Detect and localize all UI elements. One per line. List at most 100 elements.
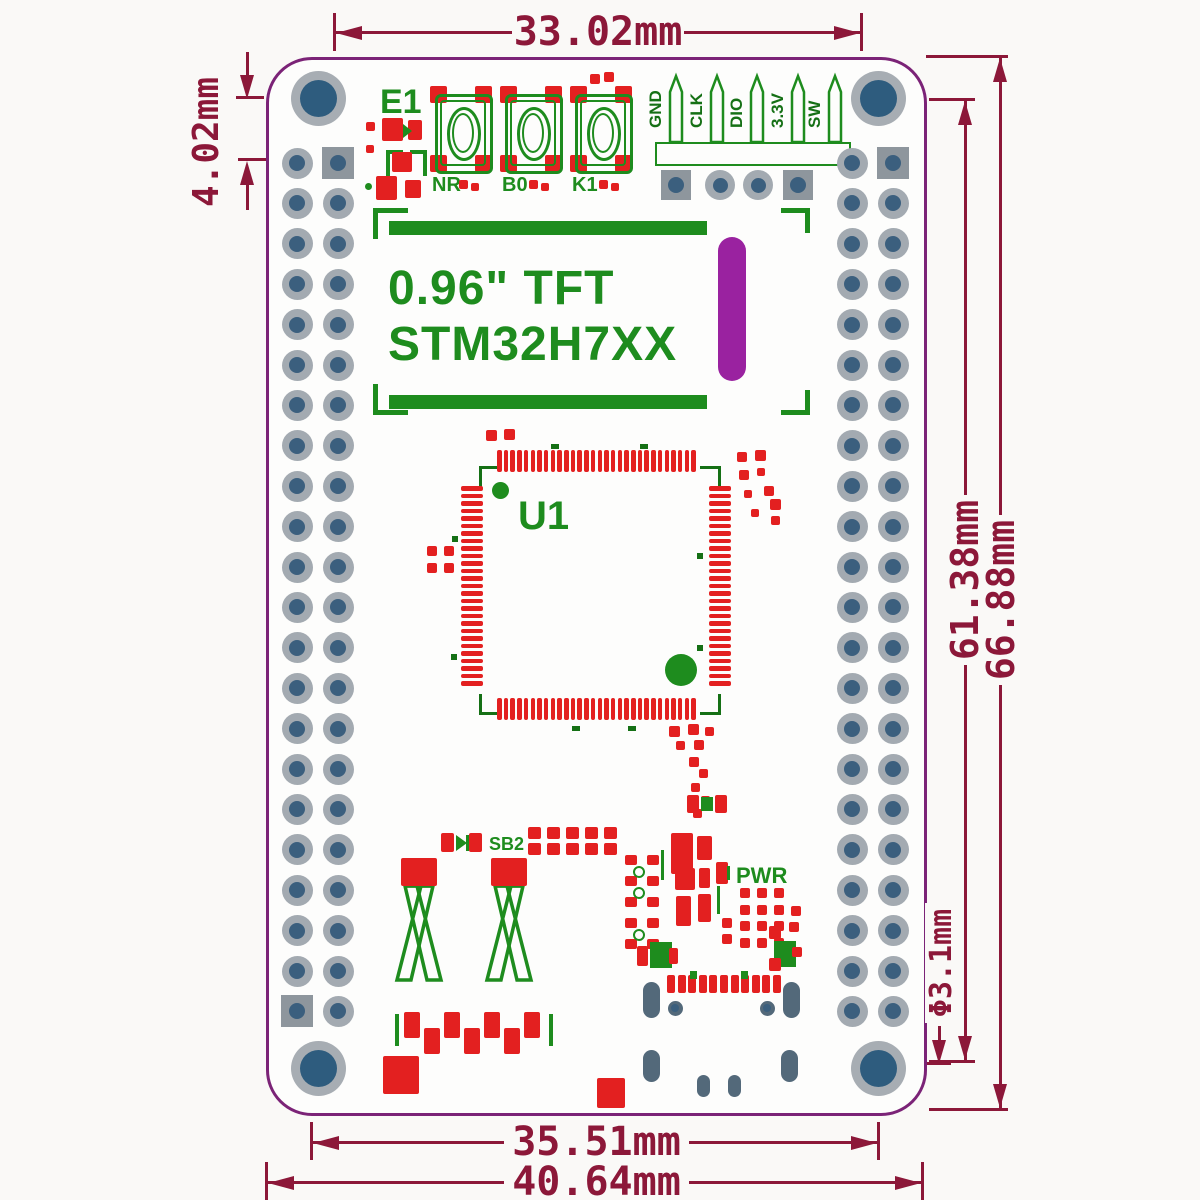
pwr-grid-pad — [740, 921, 750, 931]
sb2-row-pad — [547, 843, 560, 855]
comp-body — [701, 797, 713, 811]
pin-column-left-inner-pad-bore — [330, 963, 346, 979]
mounting-hole-bl — [290, 1040, 346, 1096]
pin-column-left-outer-pad-bore — [289, 599, 305, 616]
tactile-button-nr-plunger — [447, 107, 481, 161]
pin-column-left-inner-pad-bore — [330, 801, 346, 818]
u1-pad-bottom — [610, 698, 616, 720]
dim-outer-width-label: 40.64mm — [504, 1159, 689, 1200]
u1-pad-left — [461, 591, 483, 596]
zigzag-tick — [395, 1014, 399, 1046]
pin-column-right-inner-pad-bore — [844, 801, 860, 818]
dim-right-outer-arrow-up-icon — [993, 58, 1007, 82]
mid-pad — [647, 918, 659, 928]
pin-column-right-inner-pad-bore — [844, 720, 860, 737]
tactile-button-b0-pad — [500, 155, 517, 172]
pin-column-right-outer-pad-sq-bore — [885, 155, 901, 171]
dim-top-width-label: 33.02mm — [512, 9, 684, 55]
u1-pad-bottom — [497, 698, 502, 720]
header-pin-mark — [709, 72, 725, 144]
u1-pad-top — [631, 450, 636, 472]
dim-hole-tick — [927, 1062, 951, 1065]
pwr-leader-tick — [727, 866, 730, 880]
pin-column-right-outer-pad-bore — [885, 720, 901, 737]
pwr-grid-pad — [757, 921, 767, 931]
pin-column-right-outer-pad-sq — [877, 147, 909, 179]
u1-pad-bottom — [557, 698, 562, 720]
dim-hole-shaft — [938, 1026, 941, 1042]
u1-pad-right — [709, 673, 731, 679]
u1-pad-right — [709, 606, 731, 611]
header-pad — [743, 170, 773, 200]
usb-pilot-hole — [667, 1000, 683, 1016]
pin-column-right-outer-pad — [877, 834, 909, 866]
u1-pad-top — [523, 450, 529, 472]
sb2-row-pad — [566, 843, 579, 855]
pin-column-left-outer-pad — [281, 389, 313, 421]
u1-pad-bottom — [550, 698, 556, 720]
mid-ring — [633, 929, 645, 941]
pin-column-right-inner-pad-bore — [844, 1003, 860, 1020]
tactile-button-b0-inner-frame — [510, 100, 556, 166]
pin-column-left-outer-pad-bore — [289, 437, 305, 454]
smd-pad — [676, 896, 691, 926]
pin-column-right-outer-pad — [877, 672, 909, 704]
pin-column-right-inner-pad — [836, 793, 868, 825]
usb-pin-pad — [741, 975, 750, 993]
header-pad-bore — [750, 177, 766, 193]
pin-column-right-inner-pad — [836, 147, 868, 179]
u1-pad-top — [543, 450, 549, 472]
pin-column-left-inner-pad — [322, 874, 354, 906]
pin-column-right-inner-pad — [836, 632, 868, 664]
usb-pilot-hole-bore — [671, 1004, 679, 1012]
pin-column-right-inner-pad — [836, 915, 868, 947]
dim-bottom-inner-tick-right — [877, 1122, 880, 1160]
pin-column-right-inner-pad-bore — [844, 397, 860, 414]
pin-column-left-outer-pad — [281, 632, 313, 664]
smd-pad — [689, 757, 699, 767]
u1-pad-bottom — [597, 698, 603, 720]
silk-tick — [451, 654, 457, 660]
pin-column-right-outer-pad — [877, 591, 909, 623]
usb-pin-pad — [773, 975, 781, 993]
purple-component-bar — [718, 237, 746, 381]
pin-column-right-inner-pad-bore — [844, 478, 860, 495]
u1-pad-left — [461, 523, 483, 529]
pin-column-right-outer-pad-bore — [885, 316, 901, 333]
u1-pad-left — [461, 546, 483, 551]
usb-silk — [741, 971, 748, 979]
pwr-grid-pad — [774, 888, 784, 898]
pin-column-left-outer-pad — [281, 511, 313, 543]
zigzag-pad — [464, 1028, 480, 1054]
pin-column-left-inner-pad-bore — [330, 195, 346, 212]
mid-ring — [633, 866, 645, 878]
mid-pad — [625, 939, 637, 949]
pin-column-right-inner-pad-bore — [844, 599, 860, 616]
mid-pad — [625, 855, 637, 865]
mid-pad — [647, 897, 659, 907]
pin-column-right-outer-pad-bore — [885, 1003, 901, 1020]
pin-column-right-inner-pad — [836, 591, 868, 623]
u1-pad-bottom — [590, 698, 596, 720]
u1-corner-bl — [479, 694, 500, 715]
pin-column-right-outer-pad-bore — [885, 882, 901, 899]
pin-column-left-outer-pad-bore — [289, 195, 305, 212]
u1-pad-bottom — [570, 698, 576, 720]
pin-column-right-outer-pad — [877, 268, 909, 300]
mid-pad — [625, 876, 637, 886]
u1-pad-left — [461, 643, 483, 649]
pin-column-left-outer-pad-bore — [289, 720, 305, 737]
u1-pad-bottom — [617, 698, 623, 720]
led-pad — [792, 947, 802, 957]
u1-pad-right — [709, 628, 731, 634]
pin-column-right-inner-pad-bore — [844, 357, 860, 373]
pin-column-right-inner-pad — [836, 228, 868, 260]
pin-column-left-outer-pad-bore — [289, 276, 305, 293]
dim-right-inner-tick-bottom — [929, 1060, 975, 1063]
smd-pad — [504, 429, 515, 440]
smd-pad — [699, 868, 710, 888]
smd-pad — [744, 490, 752, 498]
u1-pad-bottom — [604, 698, 609, 720]
mcu-label: U1 — [518, 494, 570, 538]
pin-column-left-outer-pad — [281, 672, 313, 704]
